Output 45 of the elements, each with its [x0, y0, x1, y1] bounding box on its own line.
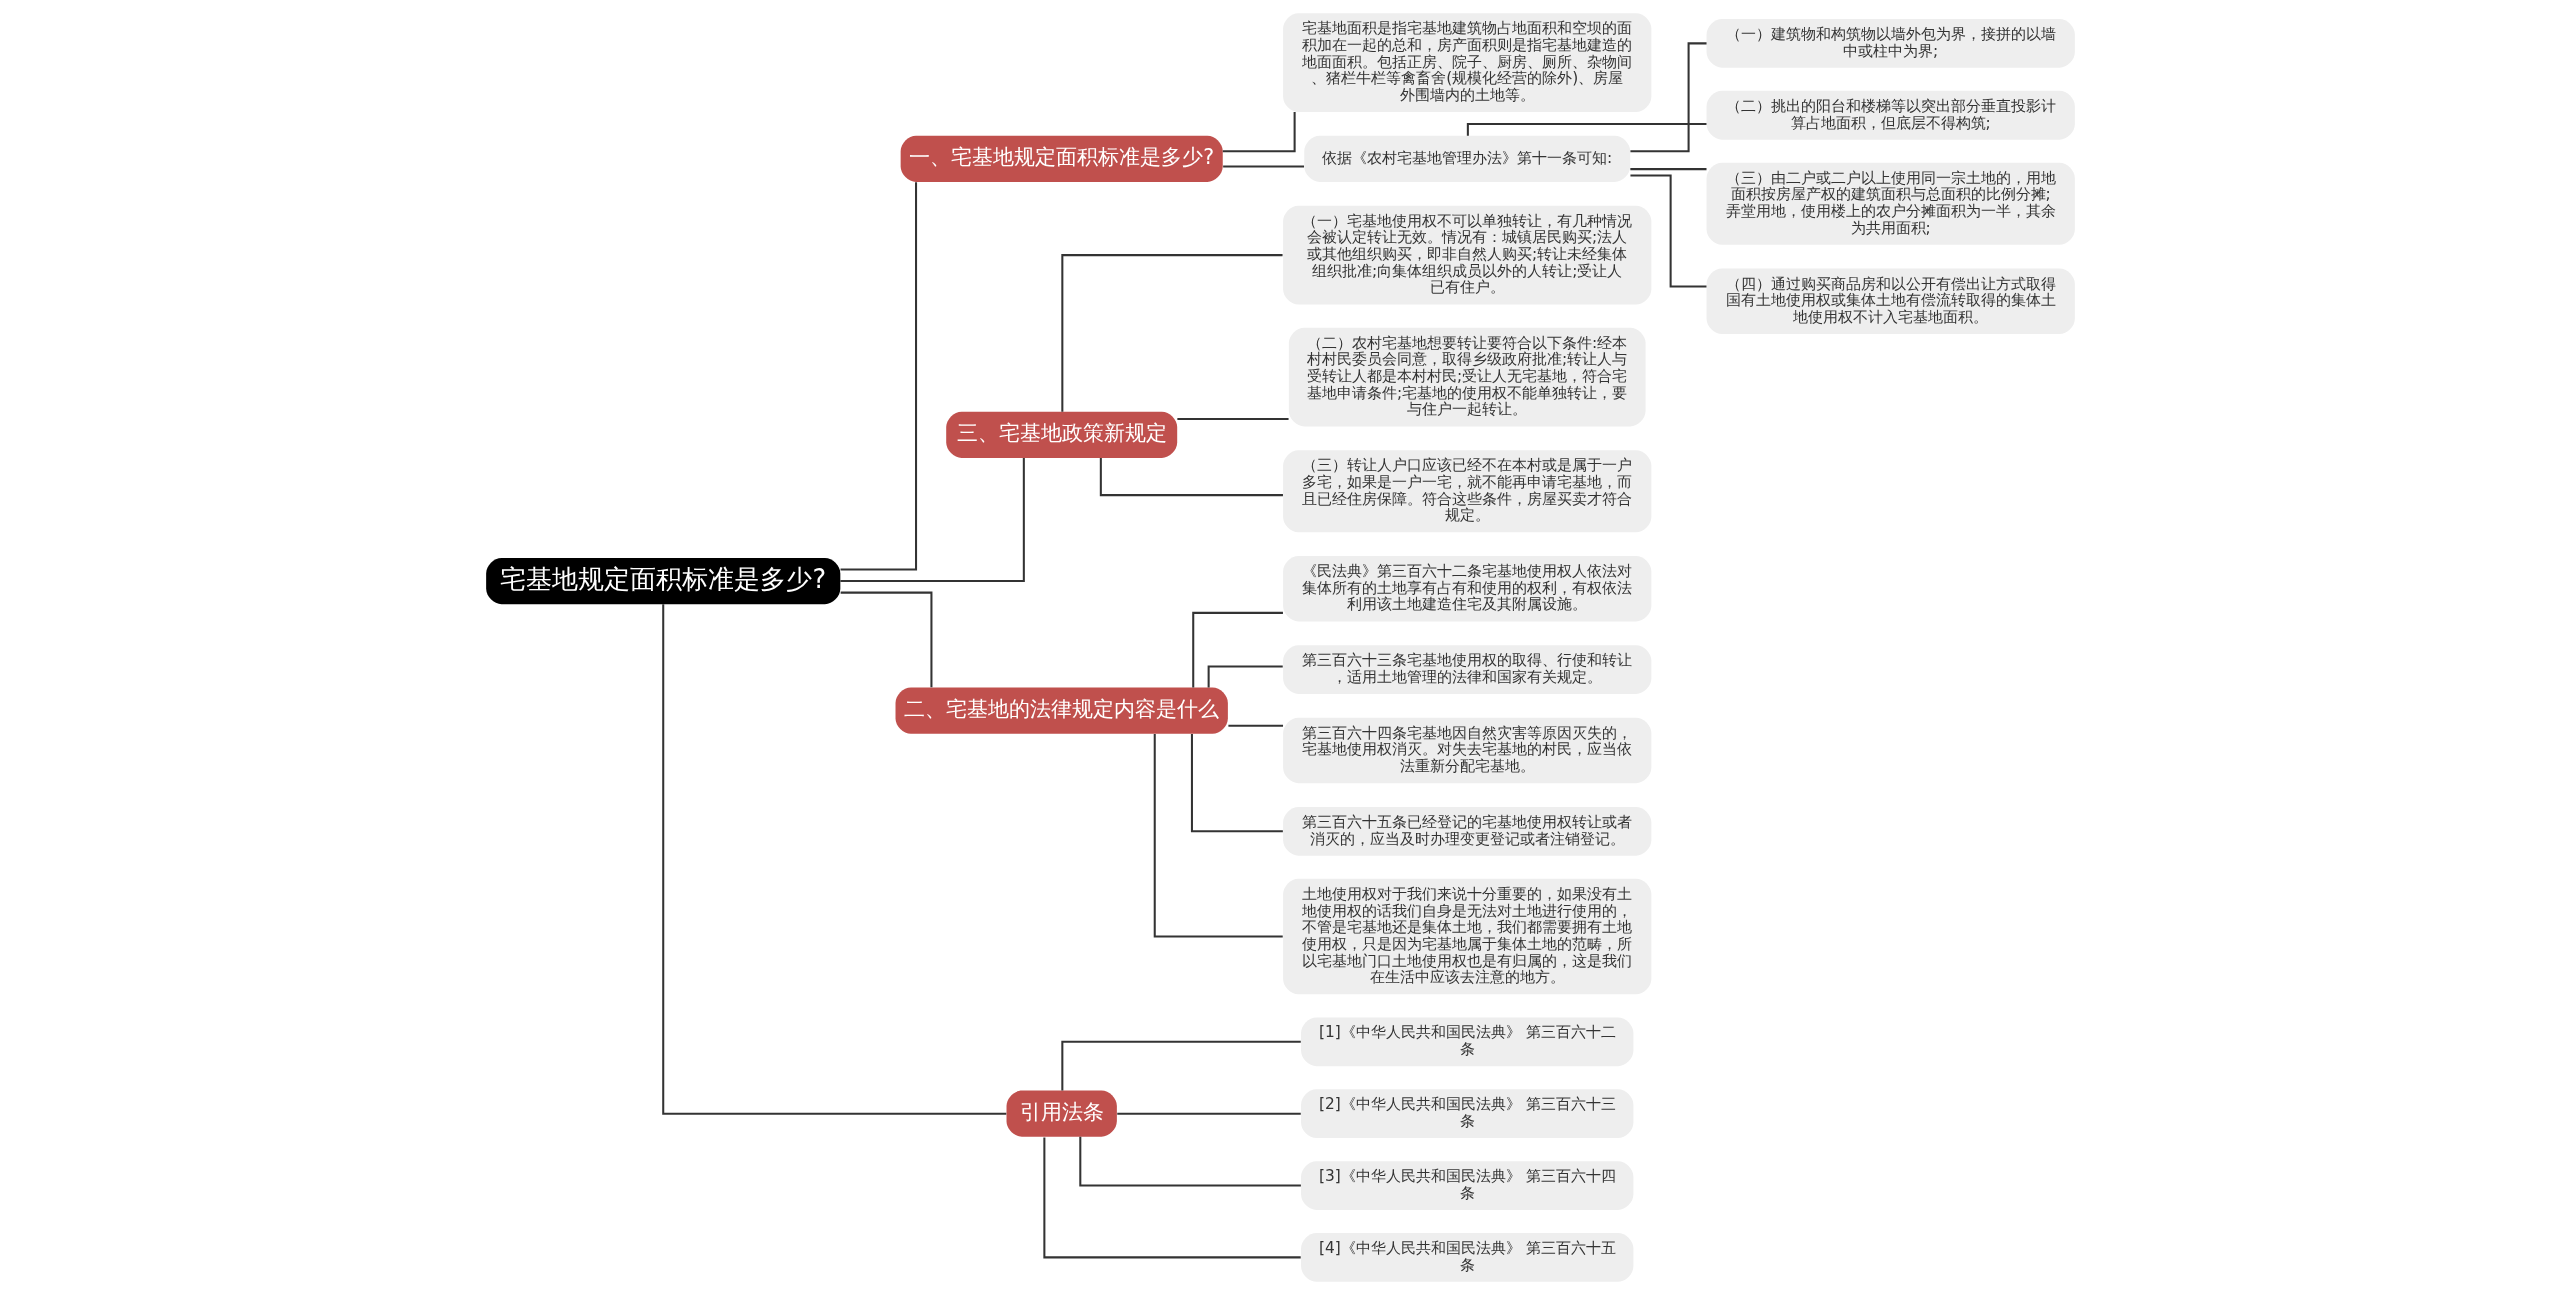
node-box: 土地使用权对于我们来说十分重要的，如果没有土地使用权的话我们自身是无法对土地进行使用的，不管是宅基地还是集体土地，我们都需要拥有土地使用权，只是因为宅基地属于集体土地的范畴，所以宅基地门口土地使用权也是有归属的，这是我们在生活中应该去注意的地方。 [1282, 878, 1651, 995]
node-box: （二）农村宅基地想要转让要符合以下条件:经本村村民委员会同意，取得乡级政府批准;转让人与受转让人都是本村村民;受让人无宅基地，符合宅基地申请条件;宅基地的使用权不能单独转让，要与住户一起转让。 [1288, 327, 1646, 427]
node-box: 《民法典》第三百六十二条宅基地使用权人依法对集体所有的土地享有占有和使用的权利，有权依法利用该土地建造住宅及其附属设施。 [1282, 556, 1651, 622]
node-box: 三、宅基地政策新规定 [945, 411, 1177, 458]
connector [1191, 611, 1283, 688]
node-box: 一、宅基地规定面积标准是多少? [900, 135, 1223, 182]
connector [840, 182, 917, 571]
node-box: （二）挑出的阳台和楼梯等以突出部分垂直投影计算占地面积，但底层不得构筑; [1706, 90, 2075, 140]
connector [1176, 418, 1289, 421]
connector [1466, 122, 1706, 136]
connector [1629, 168, 1706, 171]
connector [1629, 174, 1706, 288]
node-box: 依据《农村宅基地管理办法》第十一条可知: [1303, 135, 1630, 182]
node-box: （一）宅基地使用权不可以单独转让，有几种情况会被认定转让无效。情况有：城镇居民购买;法人或其他组织购买，即非自然人购买;转让未经集体组织批准;向集体组织成员以外的人转让;受让人已有住户。 [1282, 205, 1651, 305]
node-box: [2]《中华人民共和国民法典》 第三百六十三条 [1300, 1089, 1633, 1139]
connector [1190, 733, 1283, 833]
node-box: （四）通过购买商品房和以公开有偿出让方式取得国有土地使用权或集体土地有偿流转取得的集体土地使用权不计入宅基地面积。 [1706, 268, 2075, 335]
connector [1060, 1040, 1301, 1091]
node-box: 引用法条 [1006, 1090, 1117, 1137]
node-box: 第三百六十四条宅基地因自然灾害等原因灭失的，宅基地使用权消灭。对失去宅基地的村民，应当依法重新分配宅基地。 [1282, 717, 1651, 784]
connector [1078, 1136, 1301, 1187]
connector [1207, 665, 1283, 688]
node-box: [1]《中华人民共和国民法典》 第三百六十二条 [1300, 1017, 1633, 1067]
connector [840, 591, 932, 688]
node-box: （一）建筑物和构筑物以墙外包为界，接拼的以墙中或柱中为界; [1706, 19, 2075, 68]
connector [839, 457, 1025, 583]
connector [1227, 724, 1283, 727]
node-box: 二、宅基地的法律规定内容是什么 [895, 687, 1228, 734]
connector [1042, 1137, 1301, 1259]
connector [1116, 1112, 1301, 1115]
node-box: [3]《中华人民共和国民法典》 第三百六十四条 [1300, 1161, 1633, 1210]
node-box: 宅基地规定面积标准是多少? [485, 558, 840, 605]
connector [1629, 42, 1707, 153]
node-box: （三）由二户或二户以上使用同一宗土地的，用地面积按房屋产权的建筑面积与总面积的比例分摊;弄堂用地，使用楼上的农户分摊面积为一半，其余为共用面积; [1706, 162, 2075, 245]
node-box: [4]《中华人民共和国民法典》 第三百六十五条 [1300, 1233, 1633, 1282]
connector [1222, 112, 1296, 153]
connector [661, 604, 1006, 1115]
node-box: （三）转让人户口应该已经不在本村或是属于一户多宅，如果是一户一宅，就不能再申请宅基地，而且已经住房保障。符合这些条件，房屋买卖才符合规定。 [1282, 450, 1651, 533]
connector [1060, 254, 1283, 412]
connector [1153, 734, 1283, 938]
node-box: 第三百六十五条已经登记的宅基地使用权转让或者消灭的，应当及时办理变更登记或者注销登记。 [1282, 806, 1651, 856]
connector [1222, 165, 1304, 168]
connector [1099, 457, 1283, 497]
node-box: 宅基地面积是指宅基地建筑物占地面积和空坝的面积加在一起的总和，房产面积则是指宅基地建造的地面面积。包括正房、院子、厨房、厕所、杂物间、猪栏牛栏等禽畜舍(规模化经营的除外)、房屋外围墙内的土地等。 [1282, 13, 1651, 113]
node-box: 第三百六十三条宅基地使用权的取得、行使和转让，适用土地管理的法律和国家有关规定。 [1282, 645, 1651, 694]
